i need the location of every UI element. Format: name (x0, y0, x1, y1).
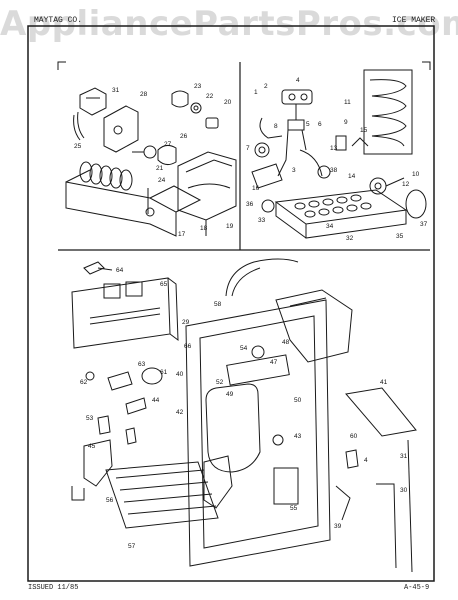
bottom-assembly (71, 258, 417, 573)
part-number-label: 28 (140, 91, 148, 98)
part-number-label: 37 (420, 221, 428, 228)
footer-issued: ISSUED 11/85 (28, 584, 79, 592)
part-number-label: 2 (264, 83, 268, 90)
part-number-label: 8 (274, 123, 278, 130)
part-number-label: 18 (200, 225, 208, 232)
part-number-label: 35 (396, 233, 404, 240)
header-left-text: MAYTAG CO. (34, 16, 83, 25)
part-number-label: 3 (292, 167, 296, 174)
top-left-assembly (65, 87, 237, 237)
part-number-label: 58 (214, 301, 222, 308)
part-number-label: 62 (80, 379, 88, 386)
part-number-label: 53 (86, 415, 94, 422)
part-number-label: 10 (412, 171, 420, 178)
part-number-label: 40 (176, 371, 184, 378)
part-number-label: 5 (306, 121, 310, 128)
part-number-label: 47 (270, 359, 278, 366)
part-number-label: 25 (74, 143, 82, 150)
part-number-label: 4 (296, 77, 300, 84)
part-number-label: 29 (182, 319, 190, 326)
part-number-label: 50 (294, 397, 302, 404)
part-number-label: 6 (318, 121, 322, 128)
part-number-label: 31 (400, 453, 408, 460)
part-number-label: 1 (254, 89, 258, 96)
part-number-label: 15 (360, 127, 368, 134)
footer-page-code: A-45-9 (404, 584, 430, 592)
part-number-label: 63 (138, 361, 146, 368)
part-number-label: 26 (180, 133, 188, 140)
part-number-label: 30 (400, 487, 408, 494)
part-number-label: 48 (282, 339, 290, 346)
part-number-label: 54 (240, 345, 248, 352)
part-number-label: 12 (402, 181, 410, 188)
part-number-label: 7 (246, 145, 250, 152)
part-number-label: 22 (206, 93, 214, 100)
part-number-label: 21 (156, 165, 164, 172)
top-right-assembly (251, 69, 427, 239)
part-number-label: 52 (216, 379, 224, 386)
part-number-label: 33 (258, 217, 266, 224)
header-right-text: ICE MAKER (392, 16, 436, 25)
part-number-label: 32 (346, 235, 354, 242)
part-number-label: 64 (116, 267, 124, 274)
part-number-label: 36 (246, 201, 254, 208)
part-number-label: 17 (178, 231, 186, 238)
part-number-label: 4 (364, 457, 368, 464)
part-number-label: 57 (128, 543, 136, 550)
part-number-label: 11 (344, 99, 351, 106)
part-number-label: 23 (194, 83, 202, 90)
part-number-label: 65 (160, 281, 168, 288)
part-number-label: 45 (88, 443, 96, 450)
part-number-label: 42 (176, 409, 184, 416)
part-number-label: 56 (106, 497, 114, 504)
part-number-label: 31 (112, 87, 120, 94)
part-number-label: 27 (164, 141, 172, 148)
part-number-label: 41 (380, 379, 388, 386)
part-number-label: 19 (226, 223, 234, 230)
part-number-label: 44 (152, 397, 160, 404)
part-number-label: 24 (158, 177, 166, 184)
part-number-label: 55 (290, 505, 298, 512)
part-number-label: 49 (226, 391, 234, 398)
part-number-label: 66 (184, 343, 192, 350)
part-number-label: 34 (326, 223, 334, 230)
part-number-label: 9 (344, 119, 348, 126)
part-number-label: 20 (224, 99, 232, 106)
part-number-label: 13 (330, 145, 338, 152)
part-number-label: 38 (330, 167, 338, 174)
part-number-label: 14 (348, 173, 356, 180)
part-number-label: 61 (160, 369, 168, 376)
part-number-label: 60 (350, 433, 358, 440)
part-number-label: 43 (294, 433, 302, 440)
part-number-label: 16 (252, 185, 260, 192)
diagram-frame (27, 25, 435, 582)
part-number-label: 39 (334, 523, 342, 530)
